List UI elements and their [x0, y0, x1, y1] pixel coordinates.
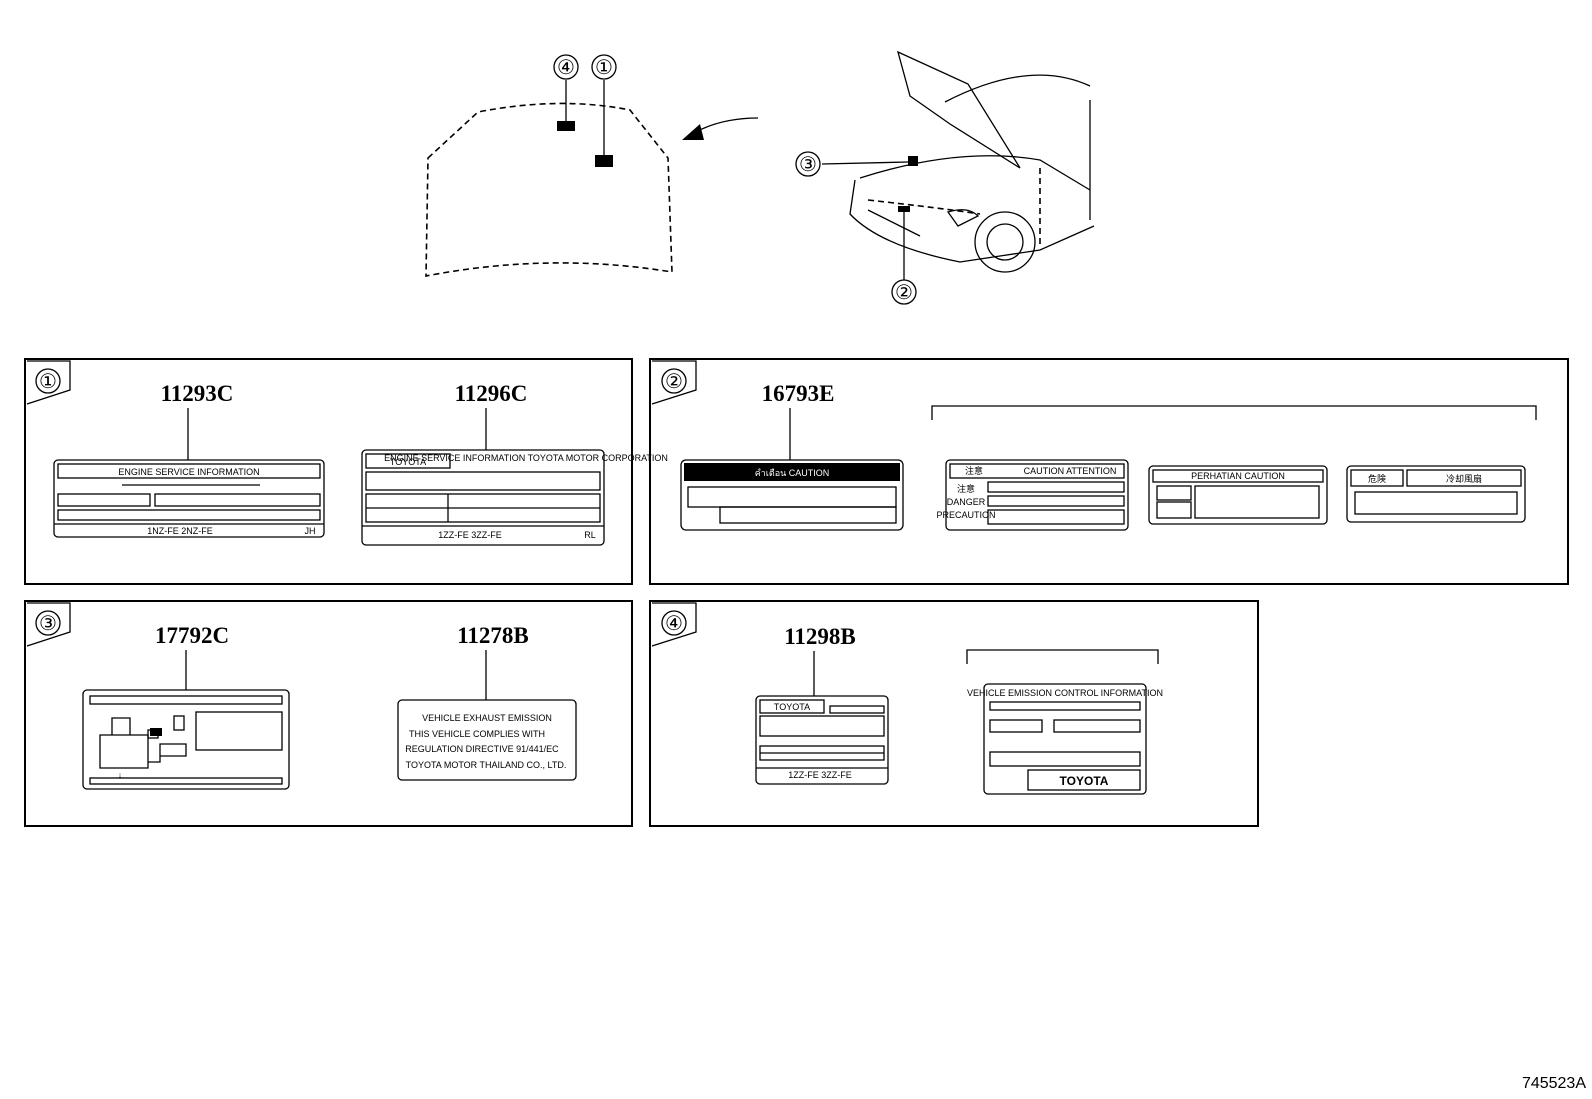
label-16793e-c: PERHATIAN CAUTION [1148, 465, 1328, 525]
part-number-11298b: 11298B [784, 624, 856, 649]
svg-text:1ZZ-FE 3ZZ-FE: 1ZZ-FE 3ZZ-FE [788, 770, 852, 780]
svg-text:REGULATION DIRECTIVE 91/441/EC: REGULATION DIRECTIVE 91/441/EC [405, 744, 559, 754]
label-11298b-b: VEHICLE EMISSION CONTROL INFORMATION TOY… [967, 683, 1163, 795]
section-2: ② 16793E คำเตือน CAUTION 注意 CAUTION ATTE… [649, 358, 1569, 585]
reference-code: 745523A [1521, 1075, 1586, 1092]
svg-text:③: ③ [799, 152, 817, 176]
svg-text:DANGER: DANGER [947, 497, 986, 507]
svg-text:①: ① [595, 55, 613, 79]
svg-text:CAUTION ATTENTION: CAUTION ATTENTION [1024, 466, 1117, 476]
hood-illustration: ④ ① [425, 54, 673, 277]
svg-text:④: ④ [557, 55, 575, 79]
curved-arrow-icon [682, 117, 759, 140]
section-4: ④ 11298B TOYOTA 1ZZ-FE 3ZZ-FE VEHICLE EM… [649, 600, 1259, 827]
callout-3: ③ [795, 151, 821, 177]
svg-text:↓: ↓ [118, 770, 123, 780]
section-1: ① 11293C ENGINE SERVICE INFORMATION 1NZ-… [24, 358, 668, 585]
label-16793e-a: คำเตือน CAUTION [680, 459, 904, 531]
svg-text:危険: 危険 [1368, 473, 1386, 484]
svg-text:TOYOTA: TOYOTA [1060, 774, 1109, 788]
svg-text:VEHICLE EXHAUST EMISSION: VEHICLE EXHAUST EMISSION [422, 713, 552, 723]
section-3: ③ 17792C ↓ 11278B VEHICLE EXHAUST EMISSI… [24, 600, 633, 827]
svg-text:注意: 注意 [965, 465, 983, 476]
car-illustration: ③ ② [795, 50, 1095, 305]
svg-text:VEHICLE EMISSION CONTROL INFOR: VEHICLE EMISSION CONTROL INFORMATION [967, 688, 1163, 698]
svg-text:②: ② [895, 280, 913, 304]
part-number-16793e: 16793E [762, 381, 835, 406]
part-number-11293c: 11293C [161, 381, 234, 406]
svg-text:PRECAUTION: PRECAUTION [936, 510, 995, 520]
label-11293c: ENGINE SERVICE INFORMATION 1NZ-FE 2NZ-FE… [53, 459, 325, 538]
svg-text:④: ④ [665, 611, 683, 635]
label-16793e-b: 注意 CAUTION ATTENTION 注意 DANGER PRECAUTIO… [936, 459, 1129, 531]
callout-1: ① [591, 54, 617, 80]
svg-text:TOYOTA MOTOR THAILAND CO., LTD: TOYOTA MOTOR THAILAND CO., LTD. [406, 760, 567, 770]
svg-text:RL: RL [584, 530, 596, 540]
label-11278b: VEHICLE EXHAUST EMISSION THIS VEHICLE CO… [397, 699, 577, 781]
svg-text:PERHATIAN CAUTION: PERHATIAN CAUTION [1191, 471, 1285, 481]
part-number-11296c: 11296C [455, 381, 528, 406]
svg-text:1ZZ-FE 3ZZ-FE: 1ZZ-FE 3ZZ-FE [438, 530, 502, 540]
svg-text:①: ① [39, 369, 57, 393]
part-number-17792c: 17792C [155, 623, 229, 648]
svg-text:ENGINE SERVICE INFORMATION: ENGINE SERVICE INFORMATION [118, 467, 259, 477]
callout-2: ② [891, 279, 917, 305]
svg-text:TOYOTA: TOYOTA [390, 457, 426, 467]
label-17792c: ↓ [82, 689, 290, 790]
svg-text:THIS VEHICLE COMPLIES WITH: THIS VEHICLE COMPLIES WITH [409, 729, 545, 739]
svg-text:1NZ-FE 2NZ-FE: 1NZ-FE 2NZ-FE [147, 526, 213, 536]
svg-text:②: ② [665, 369, 683, 393]
svg-text:ENGINE SERVICE INFORMATION TOY: ENGINE SERVICE INFORMATION TOYOTA MOTOR … [384, 453, 668, 463]
svg-text:JH: JH [305, 526, 316, 536]
callout-4: ④ [553, 54, 579, 80]
svg-text:冷却風扇: 冷却風扇 [1446, 473, 1482, 484]
svg-text:③: ③ [39, 611, 57, 635]
label-11298b-a: TOYOTA 1ZZ-FE 3ZZ-FE [755, 695, 889, 785]
label-16793e-d: 危険 冷却風扇 [1346, 465, 1526, 523]
svg-text:注意: 注意 [957, 483, 975, 494]
svg-text:TOYOTA: TOYOTA [774, 702, 810, 712]
svg-text:คำเตือน CAUTION: คำเตือน CAUTION [755, 468, 830, 478]
part-number-11278b: 11278B [457, 623, 529, 648]
label-11296c: TOYOTA ENGINE SERVICE INFORMATION TOYOTA… [361, 449, 668, 546]
